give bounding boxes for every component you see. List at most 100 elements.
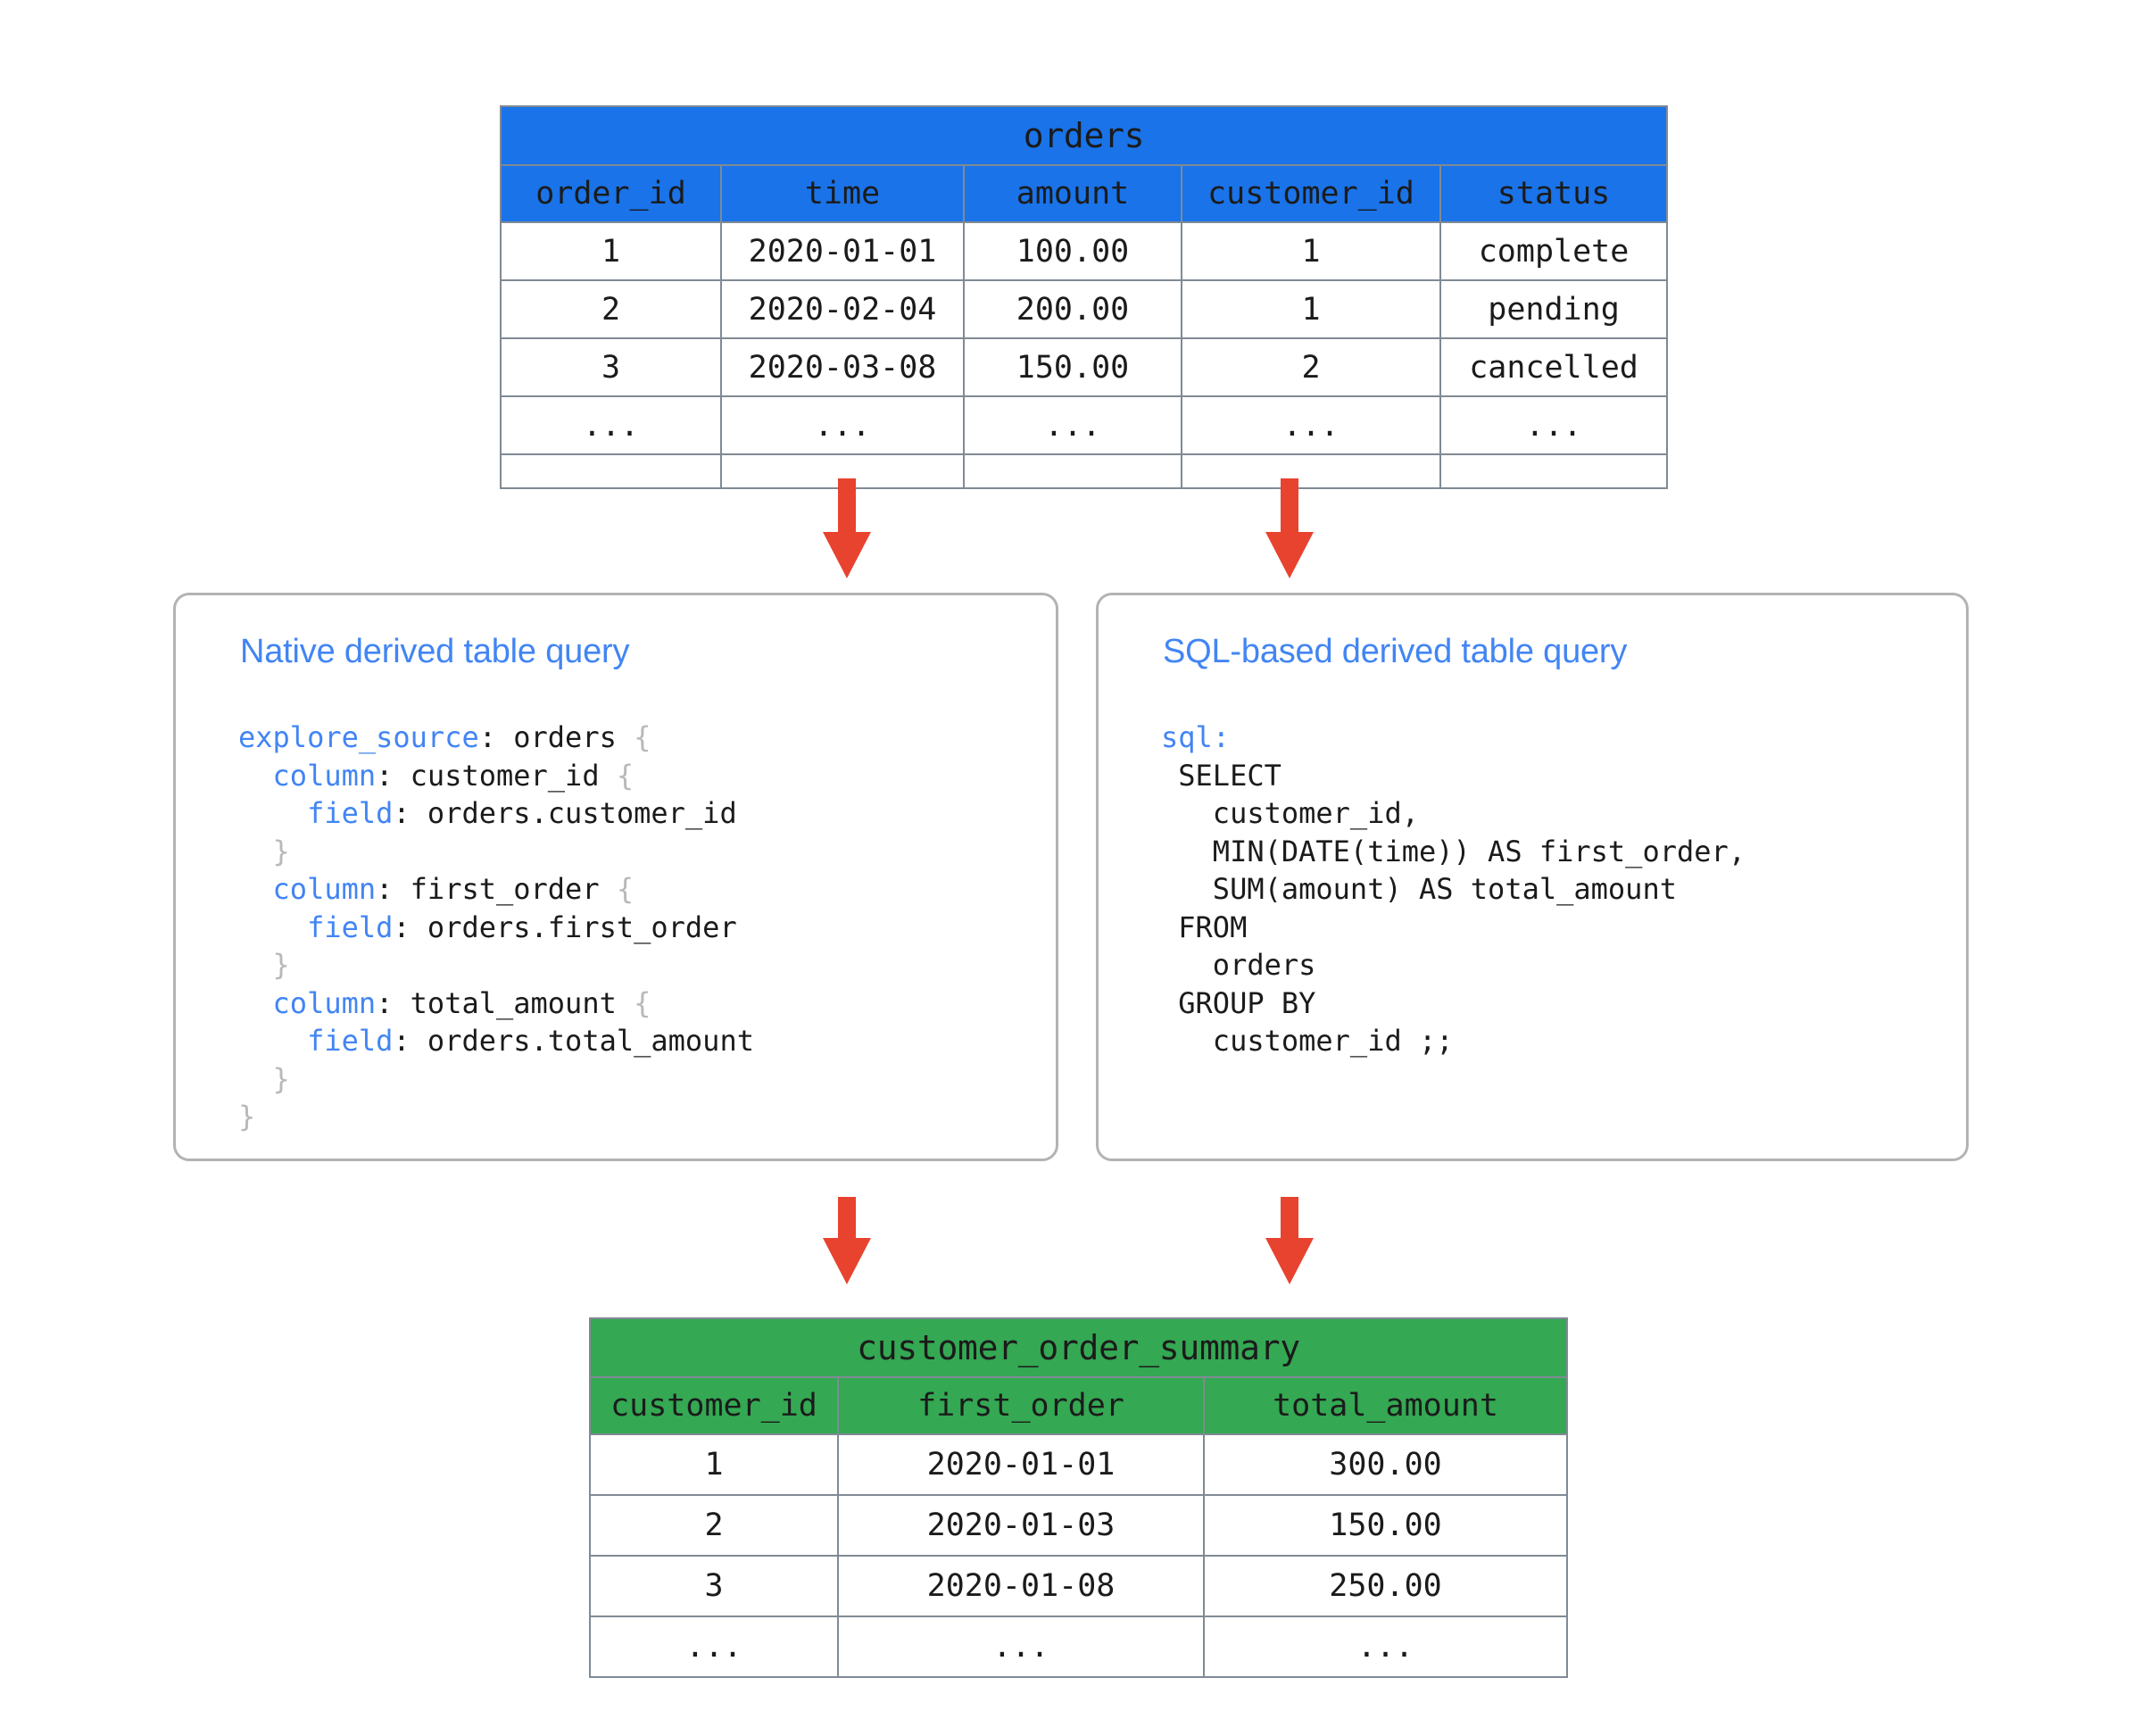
code-line: field: orders.total_amount — [238, 1022, 754, 1060]
code-line: } — [238, 946, 754, 984]
table-cell: 1 — [1181, 221, 1441, 281]
code-text: : orders.first_order — [393, 910, 737, 944]
column-header-time: time — [720, 164, 965, 223]
native-card-heading: Native derived table query — [240, 633, 630, 670]
sql-code-block: sql: SELECT customer_id, MIN(DATE(time))… — [1161, 718, 1746, 1060]
code-brace: { — [634, 720, 651, 754]
table-cell: ... — [837, 1616, 1205, 1678]
table-cell: 2020-01-03 — [837, 1494, 1205, 1557]
code-text: orders — [1161, 948, 1316, 982]
code-text: : total_amount — [376, 985, 635, 1020]
code-text: SUM(amount) AS total_amount — [1161, 872, 1677, 906]
table-cell: 2020-01-01 — [837, 1433, 1205, 1496]
table-cell: 1 — [589, 1433, 839, 1496]
table-cell — [500, 453, 722, 489]
code-text: FROM — [1161, 910, 1248, 944]
table-cell: 1 — [500, 221, 722, 281]
code-text — [238, 1062, 273, 1096]
table-cell: ... — [589, 1616, 839, 1678]
table-cell: ... — [963, 395, 1182, 455]
code-keyword: column — [272, 985, 377, 1020]
column-header-amount: amount — [963, 164, 1182, 223]
code-line: } — [238, 1060, 754, 1099]
arrow-shaft — [838, 1197, 856, 1242]
code-line: FROM — [1161, 909, 1746, 947]
table-cell: cancelled — [1439, 337, 1669, 397]
code-text: : orders.total_amount — [393, 1024, 754, 1058]
table-cell: ... — [720, 395, 965, 455]
table-cell: 1 — [1181, 279, 1441, 339]
code-text — [238, 835, 273, 868]
code-line: SELECT — [1161, 757, 1746, 795]
code-line: field: orders.customer_id — [238, 794, 754, 833]
table-cell: ... — [1202, 1616, 1569, 1678]
arrow-head — [823, 1238, 871, 1284]
code-text: : first_order — [376, 872, 617, 906]
table-cell: 3 — [500, 337, 722, 397]
table-cell — [1439, 453, 1669, 489]
code-text — [238, 910, 307, 944]
code-keyword: : — [1212, 720, 1231, 754]
code-keyword: column — [272, 758, 377, 793]
column-header-order_id: order_id — [500, 164, 722, 223]
arrow-head — [1265, 1238, 1314, 1284]
down-arrow-icon-orders-to-native — [823, 478, 871, 578]
table-cell: 200.00 — [963, 279, 1182, 339]
table-cell: 150.00 — [1202, 1494, 1569, 1557]
code-line: customer_id ;; — [1161, 1022, 1746, 1060]
code-brace: { — [616, 758, 635, 793]
column-header-customer_id: customer_id — [589, 1376, 839, 1435]
code-line: column: customer_id { — [238, 757, 754, 795]
code-text — [238, 796, 307, 830]
table-cell: 2 — [1181, 337, 1441, 397]
table-cell: 150.00 — [963, 337, 1182, 397]
table-cell: 100.00 — [963, 221, 1182, 281]
down-arrow-icon-sql-to-summary — [1265, 1197, 1314, 1284]
code-text — [238, 986, 273, 1020]
arrow-head — [1265, 532, 1314, 578]
column-header-first_order: first_order — [837, 1376, 1205, 1435]
code-text — [238, 759, 273, 793]
table-cell: 2 — [500, 279, 722, 339]
code-keyword: field — [307, 910, 394, 944]
table-cell: ... — [500, 395, 722, 455]
table-cell — [963, 453, 1182, 489]
code-text — [238, 948, 273, 982]
table-title-row: customer_order_summary — [588, 1317, 1569, 1378]
code-line: GROUP BY — [1161, 984, 1746, 1023]
table-cell: 2 — [589, 1494, 839, 1557]
column-header-customer_id: customer_id — [1181, 164, 1441, 223]
code-text — [238, 1024, 307, 1058]
code-keyword: column — [272, 872, 377, 906]
code-brace: } — [272, 948, 290, 982]
table-cell: 2020-03-08 — [720, 337, 965, 397]
native-code-block: explore_source: orders { column: custome… — [238, 718, 754, 1136]
column-header-status: status — [1439, 164, 1669, 223]
table-cell: 2020-01-01 — [720, 221, 965, 281]
code-text: customer_id, — [1161, 796, 1419, 830]
code-line: MIN(DATE(time)) AS first_order, — [1161, 833, 1746, 871]
table-title-row: orders — [499, 105, 1669, 166]
code-line: } — [238, 833, 754, 871]
table-cell: 250.00 — [1202, 1555, 1569, 1617]
table-cell: 2020-01-08 — [837, 1555, 1205, 1617]
table-row: ............... — [500, 395, 1669, 455]
code-brace: } — [238, 1100, 256, 1134]
arrow-shaft — [1281, 1197, 1298, 1242]
sql-derived-table-card: SQL-based derived table query sql: SELEC… — [1096, 593, 1969, 1161]
code-line: sql: — [1161, 718, 1746, 757]
table-row — [500, 453, 1669, 489]
code-text: : customer_id — [376, 758, 617, 793]
table-cell: 2020-02-04 — [720, 279, 965, 339]
table-row: ......... — [589, 1616, 1569, 1678]
code-line: } — [238, 1098, 754, 1136]
code-brace: } — [272, 834, 290, 868]
